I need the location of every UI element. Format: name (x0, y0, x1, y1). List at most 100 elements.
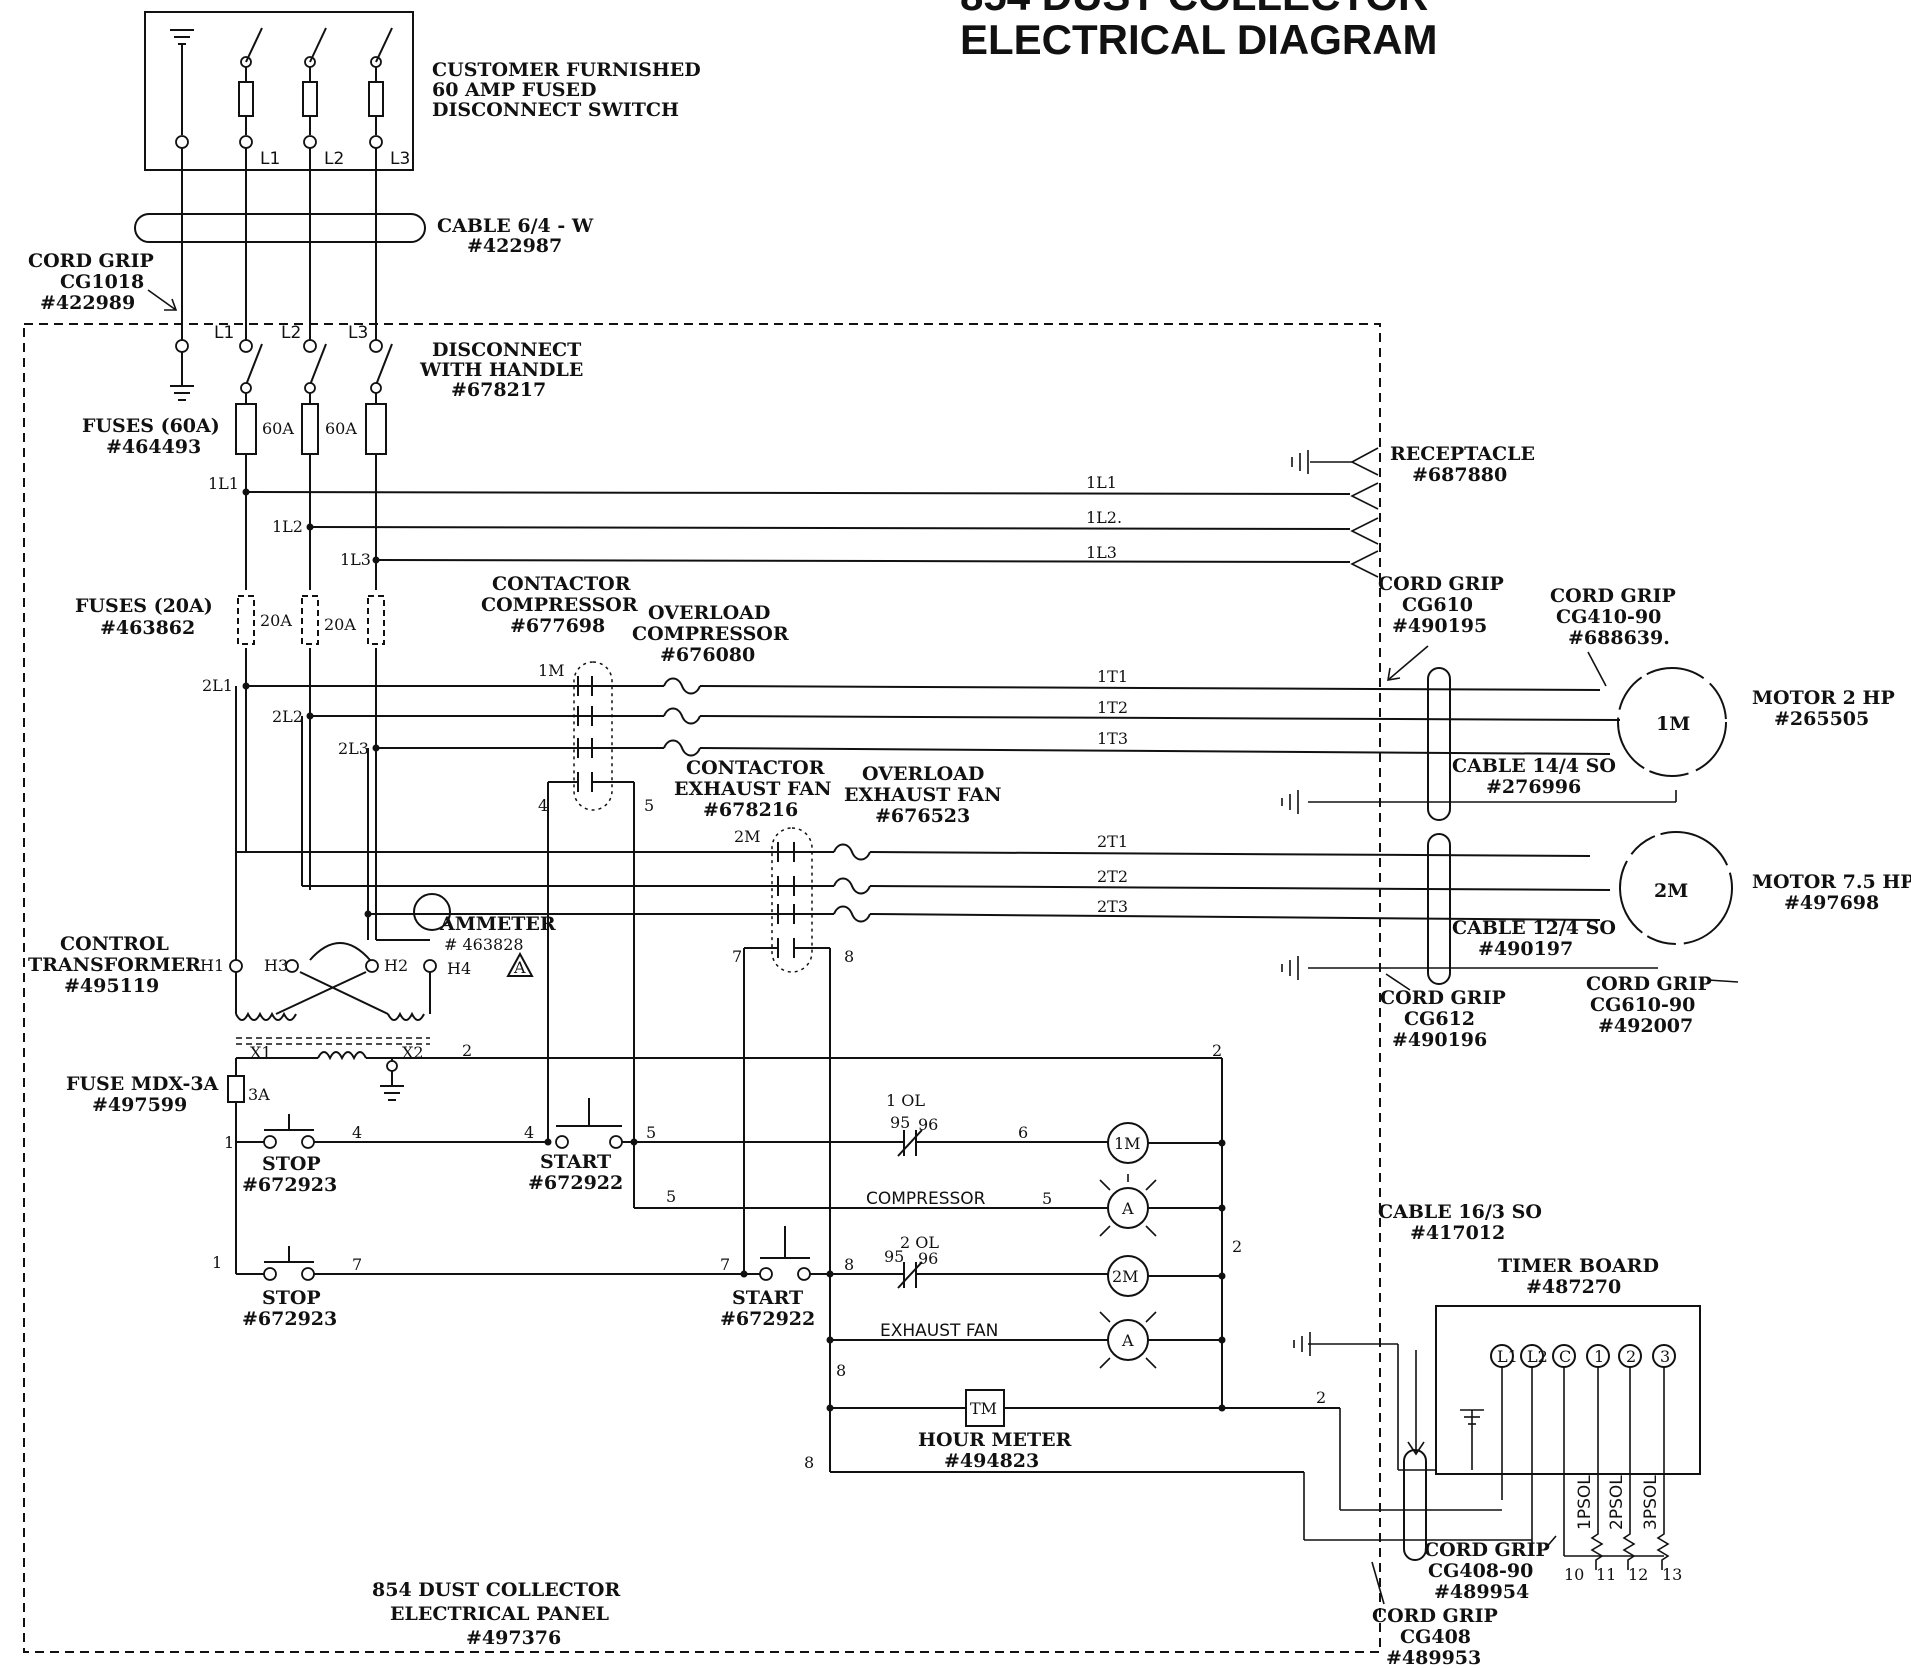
cable-14-part: #276996 (1486, 776, 1581, 798)
cord-grip-cg610-part: #490195 (1392, 615, 1487, 637)
disconnect-handle-label-1: DISCONNECT (432, 339, 581, 361)
cord-grip-cg408-90-model: CG408-90 (1428, 1560, 1533, 1582)
ol-2-96: 96 (918, 1249, 938, 1268)
receptacle (1291, 447, 1379, 578)
start-1-label: START (540, 1151, 611, 1173)
feed-wires (181, 148, 377, 340)
svg-text:A: A (513, 958, 526, 977)
wire-8-b: 8 (836, 1361, 846, 1380)
timer-terminal-c: C (1559, 1347, 1571, 1366)
cord-grip-cg610-label: CORD GRIP (1378, 573, 1504, 595)
bus-2l-exhaust (235, 686, 1611, 990)
line-label-1l3: 1L3 (340, 550, 371, 569)
contactor-1m-tag: 1M (538, 661, 565, 680)
overload-exhaust-label-1: OVERLOAD (862, 763, 984, 785)
ammeter-label: AMMETER (439, 913, 556, 935)
diagram-title-line1: 854 DUST COLLECTOR (960, 0, 1428, 19)
overload-exhaust-part: #676523 (875, 805, 970, 827)
contactor-compressor-part: #677698 (510, 615, 605, 637)
ol-2-label: 2 OL (900, 1233, 939, 1252)
cord-grip-cg610-90-model: CG610-90 (1590, 994, 1695, 1016)
panel-line-l2: L2 (281, 323, 301, 343)
lamp-exhaust-label: EXHAUST FAN (880, 1321, 998, 1341)
cord-grip-main-model: CG1018 (60, 271, 144, 293)
transformer-h2: H2 (384, 956, 408, 975)
fuse-20a-rating-1: 20A (260, 611, 292, 630)
diagram-title-line2: ELECTRICAL DIAGRAM (960, 16, 1438, 63)
cord-grip-cg408-90-label: CORD GRIP (1424, 1539, 1550, 1561)
ol-2-95: 95 (884, 1247, 904, 1266)
fuses-60a-label: FUSES (60A) (82, 415, 220, 437)
contactor-2m-wire-8: 8 (844, 947, 854, 966)
transformer-h4: H4 (447, 959, 471, 978)
lamp-compressor-label: COMPRESSOR (866, 1189, 986, 1209)
wire-1-b: 1 (212, 1253, 222, 1272)
wire-5-c: 5 (1042, 1189, 1052, 1208)
cord-grip-cg408-label: CORD GRIP (1372, 1605, 1498, 1627)
contactor-exhaust-label-1: CONTACTOR (686, 757, 825, 779)
line-label-2l3: 2L3 (338, 739, 369, 758)
coil-2m-label: 2M (1112, 1267, 1139, 1286)
contactor-2m-tag: 2M (734, 827, 761, 846)
panel-label-1: 854 DUST COLLECTOR (372, 1579, 620, 1601)
wire-7-b: 7 (720, 1255, 730, 1274)
stop-1-part: #672923 (242, 1174, 337, 1196)
fuses-60a (235, 403, 387, 590)
cord-grip-cg410-arrow (1587, 651, 1607, 687)
receptacle-part: #687880 (1412, 464, 1507, 486)
overload-compressor-label-2: COMPRESSOR (632, 623, 789, 645)
motor-cables (1281, 667, 1677, 985)
lead-label-2t3: 2T3 (1097, 897, 1128, 916)
wire-2-b: 2 (1212, 1041, 1222, 1060)
cord-grip-cg408-model: CG408 (1400, 1626, 1471, 1648)
cable-12-part: #490197 (1478, 938, 1573, 960)
stop-2-label: STOP (262, 1287, 321, 1309)
panel-ground-symbol (170, 339, 194, 401)
cord-grip-main-arrow (147, 289, 177, 311)
cord-grip-cg612-arrow (1385, 973, 1411, 991)
cord-grip-cg408-part: #489953 (1386, 1647, 1481, 1668)
lamp-compressor-tag: A (1121, 1199, 1134, 1218)
fuse-mdx-label: FUSE MDX-3A (66, 1073, 219, 1095)
leg-label-l3: L3 (390, 149, 410, 169)
contactor-compressor-label-1: CONTACTOR (492, 573, 631, 595)
panel-part: #497376 (466, 1627, 561, 1649)
timer-num-13: 13 (1662, 1565, 1682, 1584)
fuse-60a-rating-2: 60A (325, 419, 357, 438)
timer-num-12: 12 (1628, 1565, 1648, 1584)
cable-16-part: #417012 (1410, 1222, 1505, 1244)
control-transformer (229, 942, 1222, 1101)
lead-label-1t2: 1T2 (1097, 698, 1128, 717)
timer-terminal-2: 2 (1626, 1347, 1636, 1366)
hour-meter-part: #494823 (944, 1450, 1039, 1472)
customer-disconnect-label-3: DISCONNECT SWITCH (432, 99, 679, 121)
overload-compressor-part: #676080 (660, 644, 755, 666)
customer-disconnect-label-2: 60 AMP FUSED (432, 79, 596, 101)
motor-1m (1617, 667, 1727, 777)
wire-2-a: 2 (462, 1041, 472, 1060)
leg-label-l1: L1 (260, 149, 280, 169)
motor-1m-tag: 1M (1656, 713, 1690, 735)
fuses-20a-part: #463862 (100, 617, 195, 639)
timer-board-part: #487270 (1526, 1276, 1621, 1298)
line-label-1l2: 1L2 (272, 517, 303, 536)
panel-disconnect (239, 339, 393, 404)
switch-leg-l2 (302, 27, 327, 149)
hour-meter-label: HOUR METER (918, 1429, 1072, 1451)
ground-symbol (170, 29, 194, 149)
timer-num-10: 10 (1564, 1565, 1584, 1584)
wire-6: 6 (1018, 1123, 1028, 1142)
cord-grip-cg610-90-label: CORD GRIP (1586, 973, 1712, 995)
contactor-1m (548, 661, 634, 811)
wire-2-d: 2 (1316, 1388, 1326, 1407)
start-2-label: START (732, 1287, 803, 1309)
motor-2m-label: MOTOR 7.5 HP (1752, 871, 1911, 893)
ol-1-label: 1 OL (886, 1091, 925, 1110)
fuses-20a-label: FUSES (20A) (75, 595, 213, 617)
bus-1l (242, 488, 1351, 564)
cable-main-label: CABLE 6/4 - W (437, 215, 594, 237)
motor-2m (1619, 831, 1733, 945)
cord-grip-cg612-label: CORD GRIP (1380, 987, 1506, 1009)
disconnect-handle-part: #678217 (451, 379, 546, 401)
transformer-h3: H3 (264, 956, 288, 975)
